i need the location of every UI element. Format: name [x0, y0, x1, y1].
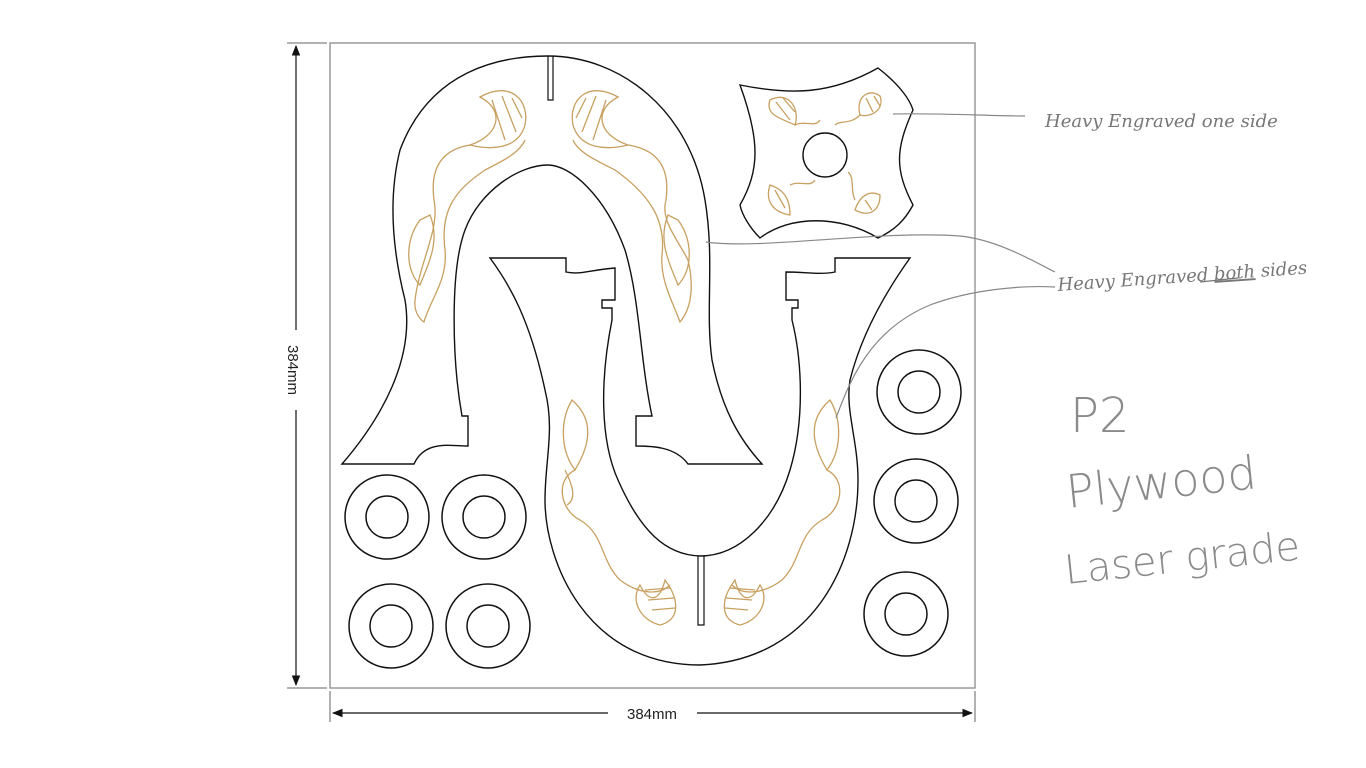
washer-4: [445, 583, 531, 669]
washer-1: [344, 474, 430, 560]
width-label: 384mm: [627, 706, 677, 723]
note-both-prefix: Heavy Engraved: [1056, 264, 1215, 296]
note-material-2: Laser grade: [1062, 523, 1302, 593]
arch-slot: [547, 56, 554, 101]
washer-7: [863, 571, 949, 657]
washer-2: [441, 474, 527, 560]
leader-lines: [705, 113, 1056, 419]
sheet-outline: [329, 42, 976, 689]
washer-rings: [344, 349, 962, 669]
outer-arch-engraving: [408, 90, 692, 324]
note-both-suffix: sides: [1254, 258, 1307, 283]
washer-3: [348, 583, 434, 669]
note-one-side: Heavy Engraved one side: [1044, 111, 1278, 132]
note-both-emph: both: [1213, 261, 1256, 285]
note-panel-id: P2: [1070, 388, 1129, 444]
cushion-engraving: [767, 92, 882, 216]
height-label: 384mm: [284, 345, 301, 395]
inner-u-piece: [488, 257, 912, 666]
washer-6: [873, 458, 959, 544]
height-dimension: 384mm: [284, 42, 327, 689]
cushion-piece: [738, 67, 914, 239]
u-slot: [697, 556, 705, 626]
note-both-sides: Heavy Engraved both sides: [1056, 258, 1308, 296]
outer-arch-piece: [340, 55, 764, 465]
cushion-hole: [802, 132, 848, 178]
width-dimension: 384mm: [329, 691, 976, 723]
both-underline-2: [1199, 277, 1239, 283]
inner-u-engraving: [561, 398, 841, 626]
note-material-1: Plywood: [1064, 445, 1259, 519]
washer-5: [876, 349, 962, 435]
